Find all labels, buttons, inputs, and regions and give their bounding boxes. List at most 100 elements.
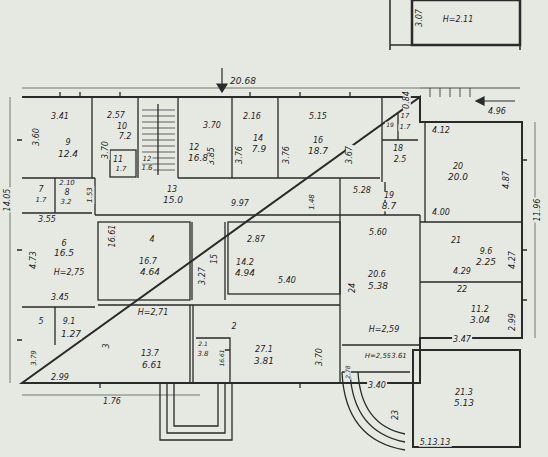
dimension-label: 0.84 xyxy=(403,90,411,110)
dimension-label: 3 xyxy=(103,342,111,349)
dimension-label: H=2,75 xyxy=(53,269,86,277)
dimension-label: 7.9 xyxy=(251,145,267,154)
dimension-label: 4 xyxy=(148,236,155,244)
dimension-label: 2.16 xyxy=(242,113,262,121)
dimension-label: 2.10 xyxy=(58,180,76,187)
dimension-label: 3.60 xyxy=(33,127,41,147)
dimension-label: 4.27 xyxy=(509,250,517,270)
dimension-label: 16.7 xyxy=(138,258,158,266)
dimension-label: 1.53 xyxy=(87,186,94,204)
dimension-label: 14 xyxy=(252,135,264,143)
dimension-label: 16.5 xyxy=(53,249,75,258)
dimension-label: 3.8 xyxy=(196,351,209,358)
dimension-label: 5.60 xyxy=(368,229,388,237)
dimension-label: 20 xyxy=(452,163,464,171)
dimension-label: 19 xyxy=(383,192,395,200)
dimension-label: 4.96 xyxy=(487,108,507,116)
dimension-label: 21 xyxy=(450,237,462,245)
dimension-label: 6 xyxy=(60,240,67,248)
dimension-label: 20.0 xyxy=(447,173,469,182)
dimension-label: 11.96 xyxy=(534,198,542,223)
dimension-label: 4.12 xyxy=(431,127,451,135)
dimension-label: 9.1 xyxy=(62,318,77,326)
dimension-label: 3.04 xyxy=(469,316,491,325)
dimension-label: 3.70 xyxy=(102,140,110,160)
dimension-label: 1.27 xyxy=(60,330,82,339)
dimension-label: 12 xyxy=(142,156,153,163)
dimension-label: 20.6 xyxy=(367,271,387,279)
dimension-label: 9.6 xyxy=(479,248,494,256)
dimension-label: H=2,59 xyxy=(368,326,401,334)
dimension-label: 16.61 xyxy=(109,224,117,249)
dimension-label: 3.61 xyxy=(390,353,408,360)
dimension-label: 3.76 xyxy=(236,145,244,165)
dimension-label: 2 xyxy=(230,323,237,331)
dimension-label: 1.7 xyxy=(114,166,127,173)
dimension-label: 3.76 xyxy=(283,145,291,165)
dimension-label: 3.27 xyxy=(199,266,207,286)
dimension-label: 5.15 xyxy=(308,113,328,121)
dimension-label: 23 xyxy=(392,409,400,421)
dimension-label: 20.68 xyxy=(229,77,257,86)
dimension-label: 4.00 xyxy=(431,209,451,217)
dimension-label: 4.87 xyxy=(503,170,511,190)
dimension-label: 5.38 xyxy=(367,282,389,291)
dimension-label: 3.79 xyxy=(31,349,38,367)
dimension-label: 3.40 xyxy=(367,382,387,390)
dimension-label: 3.70 xyxy=(202,122,222,130)
dimension-label: 2.99 xyxy=(50,374,70,382)
dimension-label: 3.81 xyxy=(253,357,275,366)
dimension-label: 13 xyxy=(166,186,178,194)
dimension-label: 1.7 xyxy=(34,197,47,204)
dimension-label: 4.64 xyxy=(139,268,161,277)
dimension-label: 1.6 xyxy=(140,165,153,172)
dimension-label: 2.78 xyxy=(345,364,351,379)
dimension-label: 10 xyxy=(116,123,128,131)
dimension-label: 6.61 xyxy=(141,361,163,370)
dimension-label: 8.7 xyxy=(381,202,397,211)
dimension-label: 8 xyxy=(63,189,70,197)
dimension-label: 18.7 xyxy=(307,147,329,156)
dimension-label: 1.76 xyxy=(102,398,122,406)
dimension-label: 2.99 xyxy=(509,312,517,332)
dimension-label: 14.2 xyxy=(235,259,255,267)
dimension-label: 5.13 xyxy=(453,399,475,408)
dimension-label: 5.40 xyxy=(277,277,297,285)
dimension-label: 12 xyxy=(188,144,200,152)
dimension-label: 3.85 xyxy=(208,146,216,166)
dimension-label: 5.28 xyxy=(352,187,372,195)
dimension-label: 2.5 xyxy=(393,156,408,164)
dimension-label: 5.13.13 xyxy=(419,439,452,447)
dimension-label: 24 xyxy=(349,282,357,294)
dimension-label: 5 xyxy=(37,318,44,326)
dimension-label: 15.0 xyxy=(162,196,184,205)
dimension-label: 7 xyxy=(37,186,44,194)
dimension-label: 3.41 xyxy=(50,113,70,121)
dimension-label: 16 xyxy=(312,137,324,145)
dimension-label: 1.7 xyxy=(398,124,411,131)
dimension-label: 4.94 xyxy=(234,269,256,278)
dimension-label: 11 xyxy=(112,156,124,164)
dimension-label: 12.4 xyxy=(57,150,79,159)
dimension-label: 1.48 xyxy=(309,193,316,211)
dimension-label: 16.61 xyxy=(219,348,225,367)
dimension-label: 9 xyxy=(64,139,71,147)
dimension-label: H=2,71 xyxy=(137,309,170,317)
dimension-label: 11.2 xyxy=(470,306,490,314)
dimension-label: 3.47 xyxy=(452,336,472,344)
dimension-label: 2.87 xyxy=(246,236,266,244)
dimension-label: 21.3 xyxy=(454,389,474,397)
dimension-label: 7.2 xyxy=(118,133,133,141)
dimension-label: 3.70 xyxy=(316,347,324,367)
dimension-label: 4.29 xyxy=(452,268,472,276)
dimension-label: 22 xyxy=(456,286,468,294)
dimension-label: 14.05 xyxy=(4,188,12,213)
dimension-label: 2.57 xyxy=(106,112,126,120)
dimension-label: 19 xyxy=(385,122,395,128)
dimension-label: 3.45 xyxy=(50,294,70,302)
dimension-label: 3.07 xyxy=(416,8,424,28)
dimension-label: 2.1 xyxy=(197,341,209,347)
dimension-label: 9.97 xyxy=(230,200,250,208)
dimension-label: H=2,59 xyxy=(364,353,393,360)
